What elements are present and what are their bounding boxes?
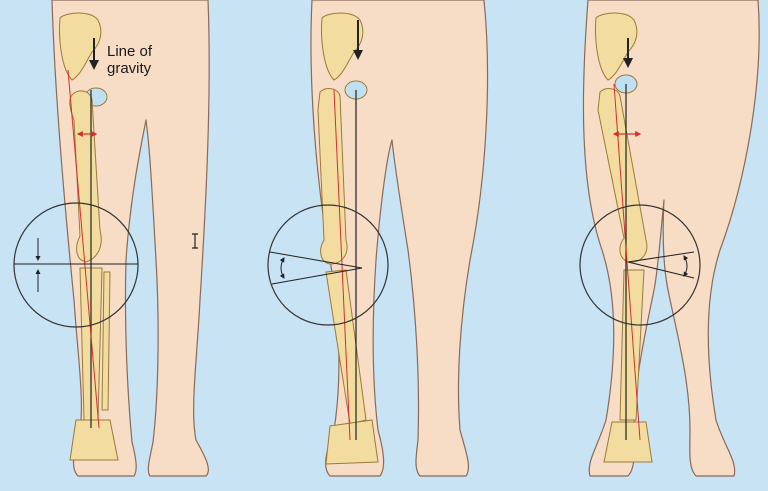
foot-bones xyxy=(69,419,119,461)
text-cursor-icon xyxy=(192,233,198,249)
knee-angle-line-upper xyxy=(627,251,695,263)
panel-normal xyxy=(13,0,210,477)
fibula-bone xyxy=(101,271,111,411)
curved-double-arrow-icon xyxy=(279,257,285,279)
panel-varum xyxy=(267,0,489,477)
knee-magnifier-circle xyxy=(13,202,139,328)
pelvis-bone xyxy=(59,12,102,81)
knee-angle-line-lower xyxy=(271,267,363,285)
foot-bones xyxy=(603,421,653,463)
foot-bones xyxy=(325,419,379,465)
tibia-bone xyxy=(619,269,645,421)
knee-angle-line-upper xyxy=(269,251,363,269)
knee-angle-line-lower xyxy=(627,261,695,279)
curved-double-arrow-icon xyxy=(683,255,689,277)
mechanical-axis-line xyxy=(613,83,641,441)
knee-magnifier-circle xyxy=(267,204,389,326)
line-of-gravity-label-1: Line of xyxy=(107,43,153,60)
line-of-gravity-label-2: gravity xyxy=(107,60,152,77)
femur-bone xyxy=(597,88,648,263)
knee-magnifier-circle xyxy=(579,204,701,326)
panel-valgum xyxy=(579,0,760,477)
mechanical-axis-line xyxy=(67,69,100,429)
